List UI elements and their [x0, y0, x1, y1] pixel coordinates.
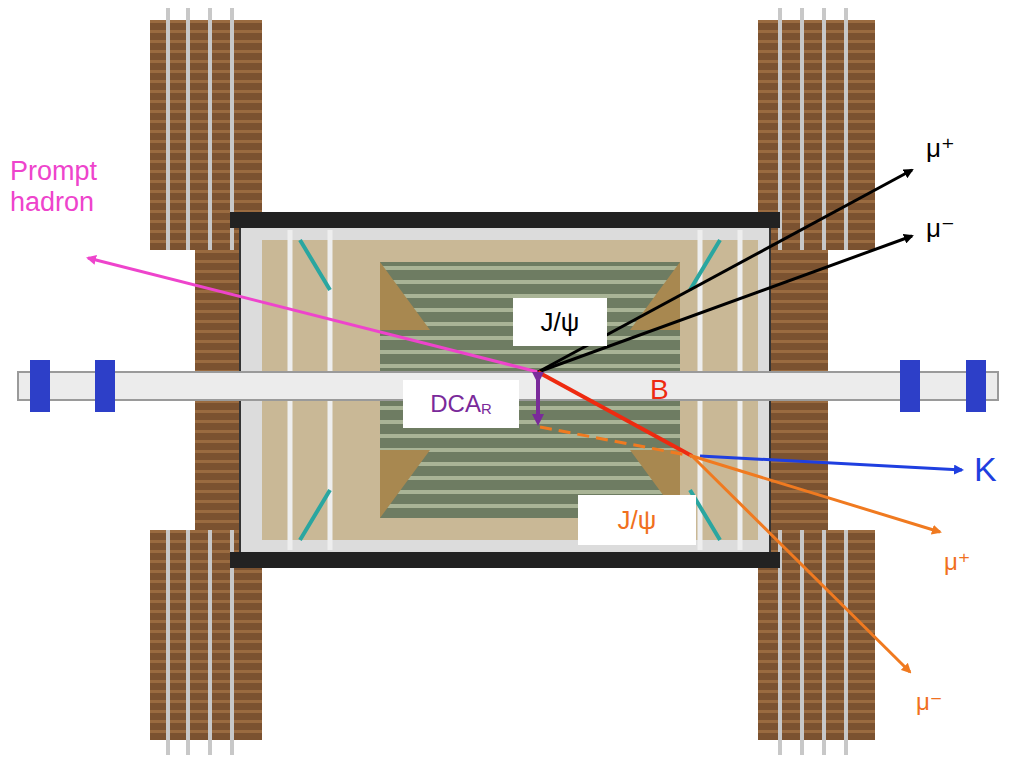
- particle-label: K: [974, 450, 997, 489]
- subscript-text: R: [481, 401, 492, 417]
- particle-label: Prompt hadron: [10, 156, 160, 218]
- particle-label: μ⁻: [916, 688, 943, 716]
- box-text: J/ψ: [618, 505, 657, 536]
- particle-label: μ⁻: [926, 214, 955, 244]
- label-box: J/ψ: [513, 298, 607, 346]
- box-text: DCA: [430, 390, 481, 418]
- particle-label: B: [650, 374, 669, 406]
- label-box: J/ψ: [578, 495, 696, 545]
- particle-label: μ⁺: [944, 548, 971, 576]
- particle-label: μ⁺: [926, 134, 955, 164]
- label-box: DCAR: [403, 380, 519, 428]
- box-text: J/ψ: [541, 307, 580, 338]
